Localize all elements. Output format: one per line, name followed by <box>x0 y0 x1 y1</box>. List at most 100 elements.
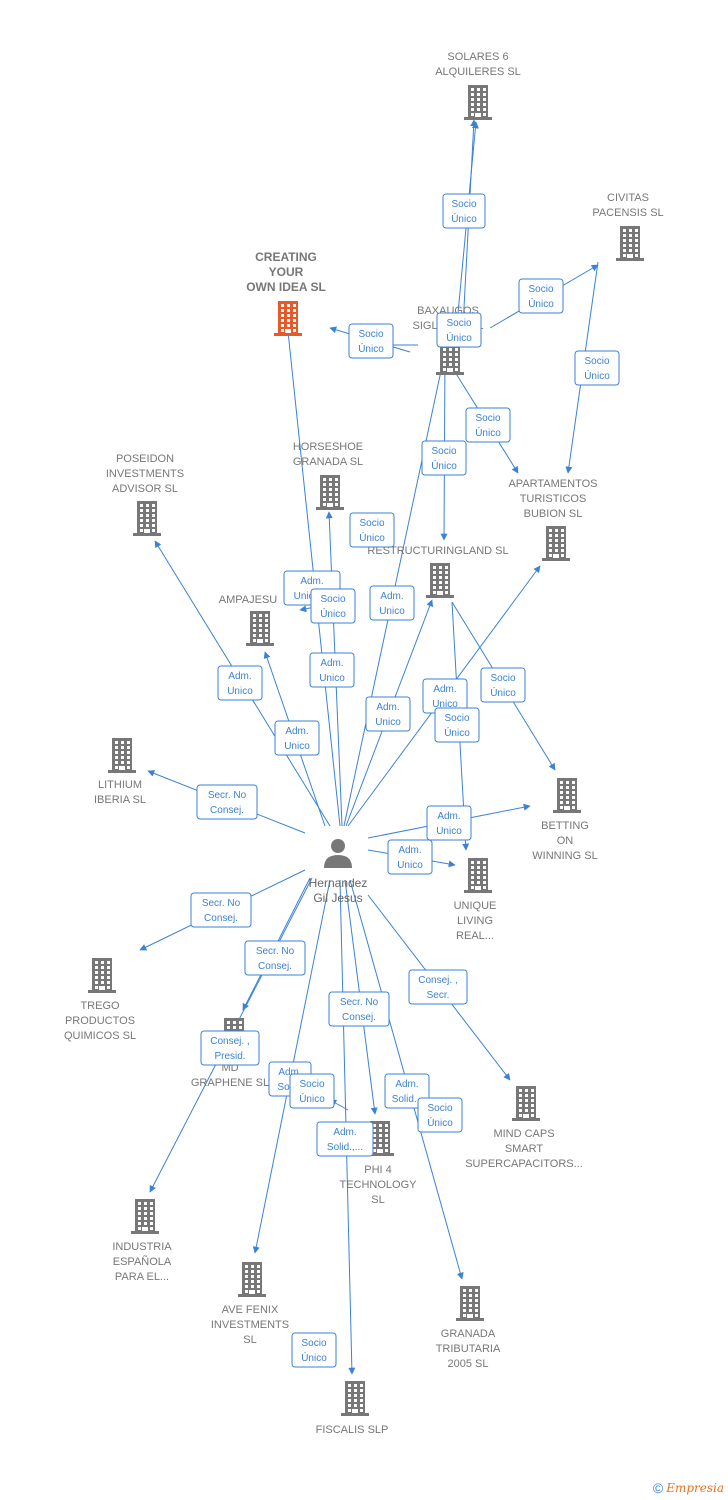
edge-label-text: Adm.Unico <box>432 684 458 710</box>
building-icon[interactable] <box>366 1121 394 1156</box>
building-icon[interactable] <box>238 1262 266 1297</box>
brand-logo: Empresia <box>666 1481 724 1495</box>
edge-label-line: Adm. <box>433 684 456 695</box>
company-label-line: OWN IDEA SL <box>246 280 326 294</box>
building-icon[interactable] <box>616 226 644 261</box>
edge-label-e-industria[interactable]: Consej. ,Presid. <box>200 1030 260 1066</box>
edge-label-line: Presid. <box>214 1051 245 1062</box>
edge-label-line: Unico <box>319 673 345 684</box>
building-icon[interactable] <box>464 85 492 120</box>
edge-label-line: Adm. <box>333 1127 356 1138</box>
edge-label-e-restr-adm2[interactable]: Adm.Unico <box>365 696 411 732</box>
company-label-ampajesu[interactable]: AMPAJESU <box>219 594 278 606</box>
company-label-line: APARTAMENTOS <box>508 478 597 490</box>
building-icon[interactable] <box>464 858 492 893</box>
edge-label-e-md[interactable]: Secr. No Consej. <box>244 940 306 976</box>
building-icon[interactable] <box>542 526 570 561</box>
edge-label-e-fiscalis-adm[interactable]: Adm.Solid.,... <box>316 1121 374 1157</box>
company-label-line: PHI 4 <box>364 1164 392 1176</box>
edge-label-e-ampajesu[interactable]: Adm.Unico <box>274 720 320 756</box>
building-icon[interactable] <box>341 1381 369 1416</box>
edge-label-line: Socio <box>490 673 515 684</box>
building-icon[interactable] <box>133 501 161 536</box>
person-icon[interactable] <box>324 839 352 868</box>
edge-label-line: Consej. <box>204 913 238 924</box>
company-label-line: HORSESHOE <box>293 441 363 453</box>
edge-label-line: Socio <box>528 284 553 295</box>
company-label-line: TURISTICOS <box>520 493 587 505</box>
edge-label-line: Adm. <box>398 845 421 856</box>
edge-label-e-restr-adm[interactable]: Adm.Unico <box>369 585 415 621</box>
building-icon[interactable] <box>456 1286 484 1321</box>
building-icon[interactable] <box>316 475 344 510</box>
company-label-fiscalis[interactable]: FISCALIS SLP <box>316 1424 389 1436</box>
edge-label-e-betting[interactable]: Adm.Unico <box>426 805 472 841</box>
edge-label-line: Unico <box>227 686 253 697</box>
building-icon[interactable] <box>274 301 302 336</box>
edge-label-line: Secr. No <box>202 898 241 909</box>
company-label-line: CREATING <box>255 250 317 264</box>
company-label-line: ADVISOR SL <box>112 483 178 495</box>
company-label-line: GRANADA <box>441 1328 496 1340</box>
building-icon[interactable] <box>246 611 274 646</box>
company-label-line: PACENSIS SL <box>592 207 663 219</box>
edge-label-line: Único <box>320 607 346 620</box>
edge-label-line: Consej. <box>258 961 292 972</box>
building-icon[interactable] <box>108 738 136 773</box>
building-icon[interactable] <box>131 1199 159 1234</box>
building-icon[interactable] <box>88 958 116 993</box>
edge-label-line: Socio <box>358 329 383 340</box>
edge-label-e-trego[interactable]: Secr. No Consej. <box>190 892 252 928</box>
edge-label-e-mindcaps[interactable]: Consej. ,Secr. <box>408 969 468 1005</box>
edge-label-line: Secr. No <box>256 946 295 957</box>
edge-label-e-unique[interactable]: Adm.Unico <box>387 839 433 875</box>
building-icon[interactable] <box>553 778 581 813</box>
edge-label-text: Adm.Solid... <box>392 1079 423 1105</box>
building-icon[interactable] <box>426 563 454 598</box>
edge-label-e-horse-adm[interactable]: Adm.Unico <box>309 652 355 688</box>
person-name-line: Hernandez <box>309 876 368 890</box>
company-label-restructuring[interactable]: RESTRUCTURINGLAND SL <box>367 545 508 557</box>
company-label-line: SUPERCAPACITORS... <box>465 1158 583 1170</box>
edge-label-text: Adm.Unico <box>375 702 401 728</box>
building-icon[interactable] <box>512 1086 540 1121</box>
company-label-line: PARA EL... <box>115 1271 169 1283</box>
edge-label-e-poseidon[interactable]: Adm.Unico <box>217 665 263 701</box>
edge-label-line: Solid... <box>392 1094 423 1105</box>
